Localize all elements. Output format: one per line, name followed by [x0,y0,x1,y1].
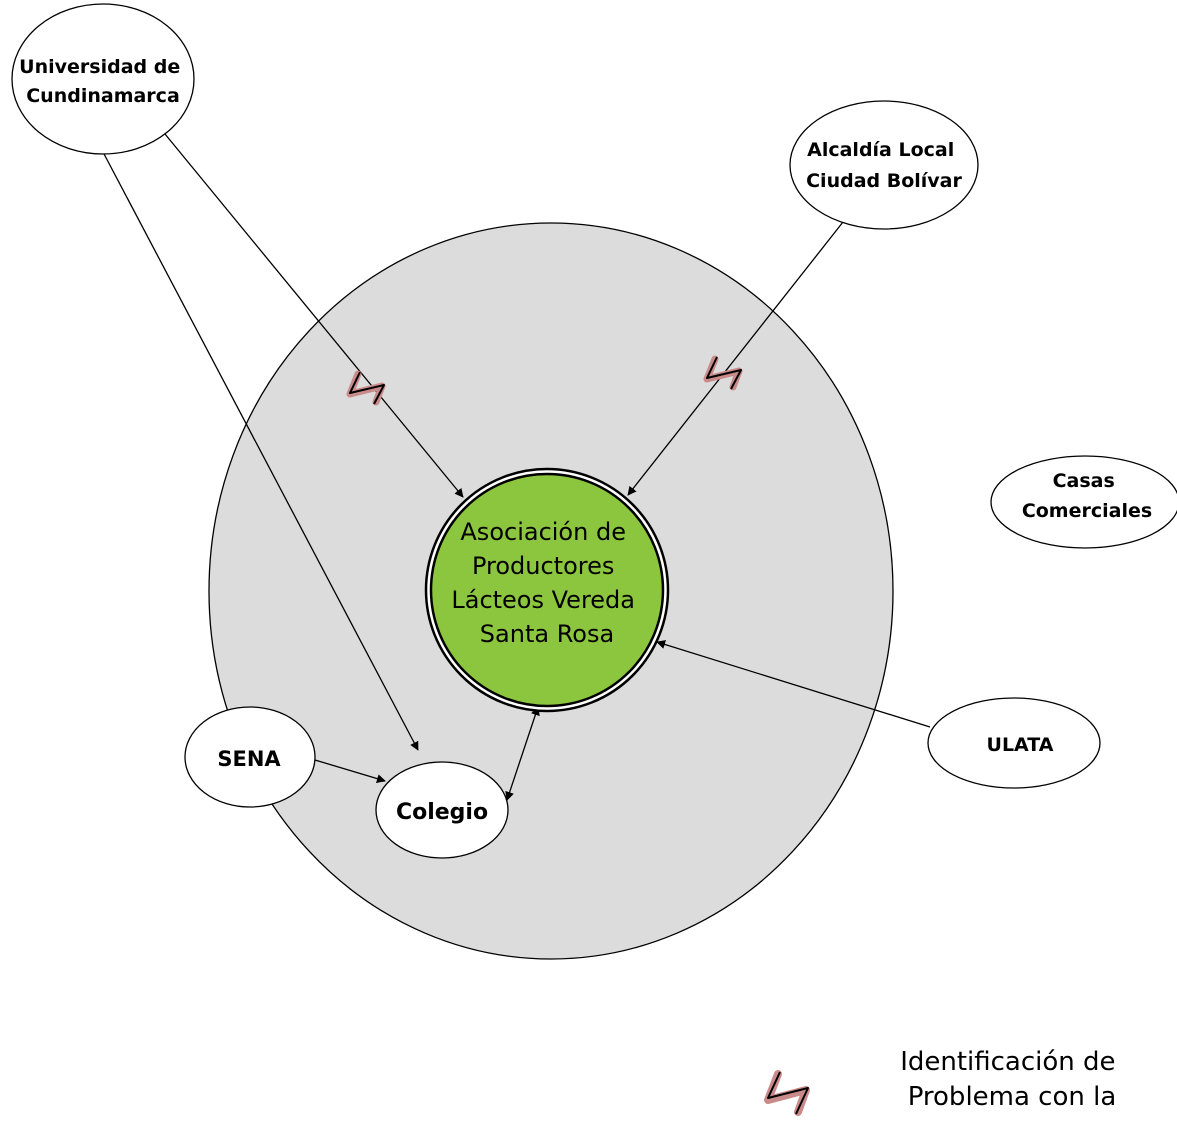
casas-label-line-1: Casas [1053,470,1115,492]
node-sena: SENA [184,706,316,808]
node-universidad: Universidad de Cundinamarca [11,3,195,155]
ulata-label: ULATA [987,734,1054,756]
legend-line-2: Problema con la [908,1082,1117,1112]
edge-universidad-to-center [164,133,464,498]
legend: Identificación de Problema con la [764,1047,1124,1116]
node-asociacion: Asociación de Productores Lácteos Vereda… [424,467,670,713]
edge-colegio-center-bidirectional [505,706,540,801]
svg-text:Colegio: Colegio [396,800,488,825]
edge-ulata-to-center [656,640,931,728]
alcaldia-label-line-2: Ciudad Bolívar [806,170,962,192]
svg-text:Universidad de Cundinama: Universidad de Cundinamarca [19,56,187,107]
edge-sena-to-colegio [314,759,386,783]
alcaldia-label-line-1: Alcaldía Local [807,139,954,161]
node-casas-comerciales: Casas Comerciales [990,455,1177,549]
svg-text:Asociación de Productore: Asociación de Productores Lácteos Vereda… [451,518,642,648]
svg-text:ULATA: ULATA [987,734,1054,756]
legend-line-1: Identificación de [900,1047,1115,1077]
lightning-problem-icon [764,1070,810,1116]
svg-text:SENA: SENA [217,747,281,771]
universidad-label-line-1: Universidad de [19,56,180,78]
svg-text:Alcaldía Local Ciudad Bo: Alcaldía Local Ciudad Bolívar [806,139,962,192]
center-label-line-1: Asociación de [460,518,626,546]
center-label-line-3: Lácteos Vereda [451,586,635,614]
svg-text:Casas Comerciales: Casas Comerciales [1022,470,1152,522]
edge-alcaldia-to-center [627,221,844,496]
node-alcaldia: Alcaldía Local Ciudad Bolívar [789,100,979,230]
node-ulata: ULATA [927,697,1101,789]
sena-label: SENA [217,747,281,771]
casas-label-line-2: Comerciales [1022,500,1152,522]
center-label-line-2: Productores [472,552,614,580]
edge-universidad-to-colegio [102,151,419,751]
universidad-label-line-2: Cundinamarca [26,85,180,107]
problem-mark-universidad-icon [346,370,386,406]
center-label-line-4: Santa Rosa [480,620,614,648]
colegio-label: Colegio [396,800,488,825]
node-colegio: Colegio [375,761,509,859]
svg-text:Identificación de Proble: Identificación de Problema con la [900,1047,1124,1112]
problem-mark-alcaldia-icon [703,355,743,391]
